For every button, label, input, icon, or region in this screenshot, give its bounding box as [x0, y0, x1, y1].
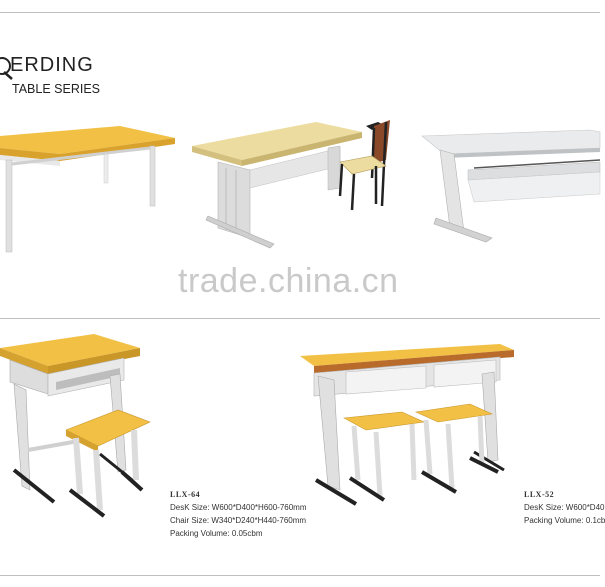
- spec-line: Packing Volume: 0.1cb: [524, 516, 605, 525]
- product-image-desk-with-chair: [192, 120, 390, 249]
- spec-line: DesK Size: W600*D400*H600-760mm: [170, 503, 307, 512]
- watermark-text: trade.china.cn: [178, 262, 399, 300]
- spec-line: Chair Size: W340*D240*H440-760mm: [170, 516, 307, 525]
- top-border: [0, 12, 600, 13]
- product-spec-llx-64: LLX-64 DesK Size: W600*D400*H600-760mm C…: [170, 488, 307, 540]
- product-image-steel-table: [421, 129, 601, 243]
- brand-logo-icon: [0, 57, 13, 80]
- section-divider: [0, 318, 600, 319]
- spec-line: Packing Volume: 0.05cbm: [170, 529, 263, 538]
- product-image-long-table: [0, 126, 175, 253]
- model-number: LLX-64: [170, 490, 201, 499]
- product-spec-llx-52: LLX-52 DesK Size: W600*D40 Packing Volum…: [524, 488, 605, 527]
- model-number: LLX-52: [524, 490, 555, 499]
- bottom-border: [0, 575, 600, 576]
- brand-name: ERDING: [10, 54, 94, 76]
- spec-line: DesK Size: W600*D40: [524, 503, 605, 512]
- product-image-double-desk-stools: [300, 344, 514, 506]
- brand-subtitle: TABLE SERIES: [12, 82, 100, 96]
- product-image-single-desk-stool: [0, 334, 151, 518]
